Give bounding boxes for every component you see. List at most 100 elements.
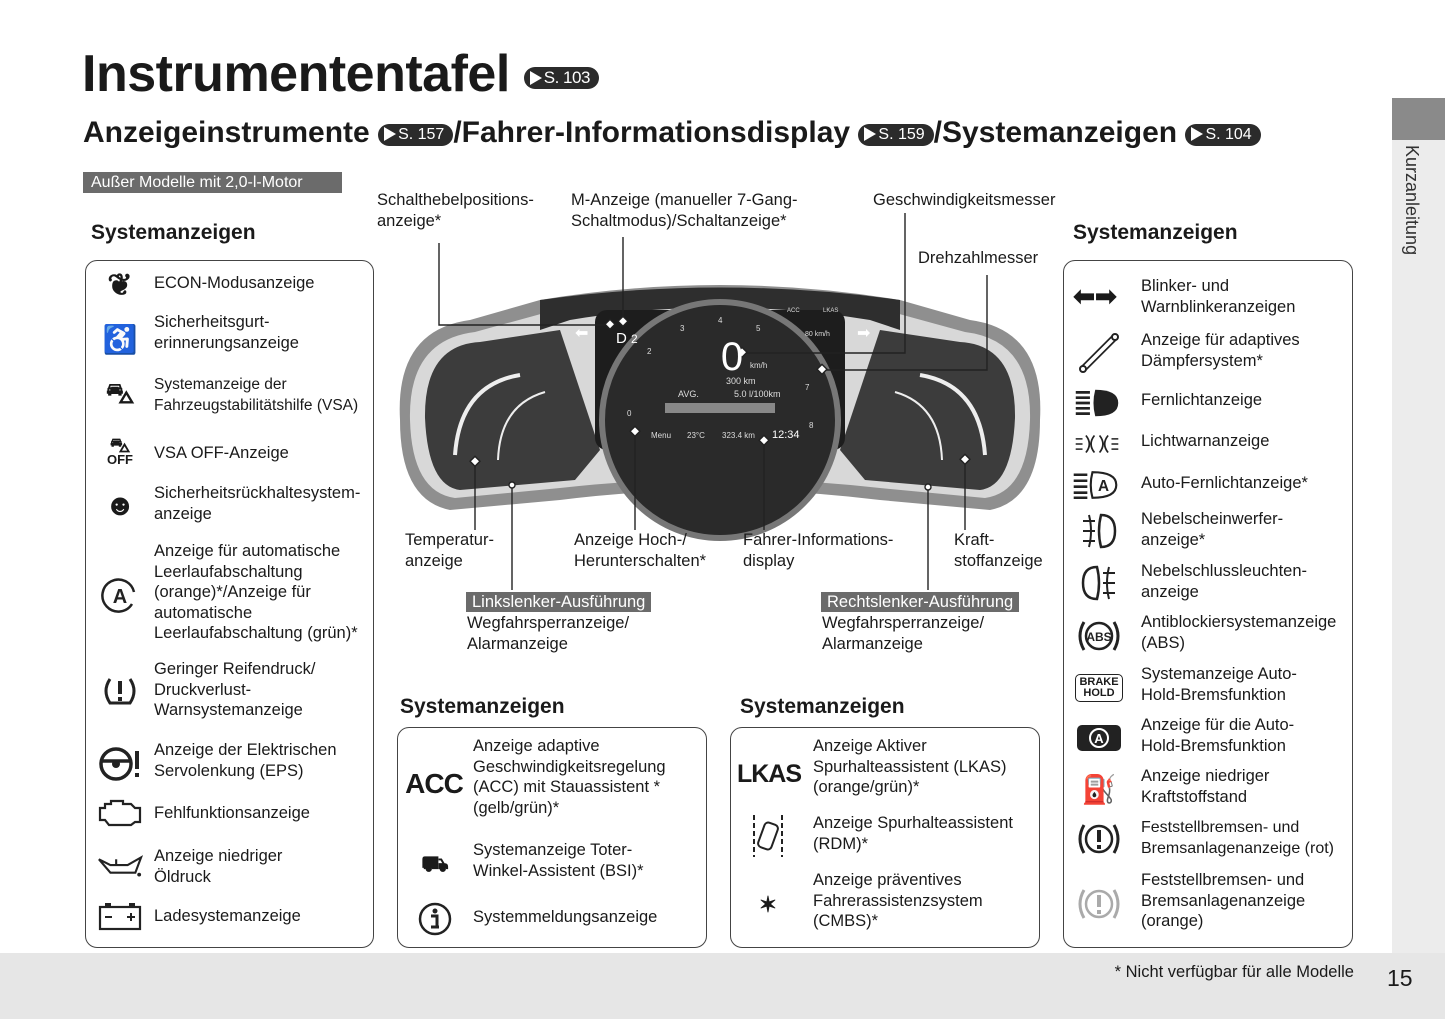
page-number: 15	[1387, 965, 1413, 991]
acc-display-icon: ACC	[787, 308, 800, 314]
svg-text:A: A	[1098, 478, 1109, 495]
list-item: Antiblockiersystemanzeige (ABS)	[1141, 613, 1337, 652]
rear-fog-icon	[1076, 563, 1122, 603]
cluster-housing	[399, 285, 1041, 541]
vsa-off-icon-text: OFF	[107, 452, 133, 467]
page-ref-link[interactable]: S. 104	[1185, 124, 1261, 146]
bsi-icon: ⛟	[421, 850, 449, 876]
list-item: Anzeige für die Auto- Hold-Bremsfunktion	[1141, 716, 1295, 755]
econ-icon: ❦	[107, 268, 133, 302]
page-title-text: Instrumententafel	[82, 45, 510, 103]
auto-idle-stop-icon: A	[97, 576, 143, 616]
outside-temp: 23°C	[687, 431, 705, 440]
driver-info-display-label: Fahrer-Informations- display	[743, 531, 894, 570]
abs-icon-text: ABS	[1086, 630, 1111, 644]
acc-icon: ACC	[405, 768, 464, 799]
set-speed: 80 km/h	[805, 331, 830, 338]
lkas-display-icon: LKAS	[823, 308, 838, 314]
tire-pressure-icon	[97, 671, 143, 711]
car-skid-glyph: ⛍	[109, 435, 131, 457]
list-item: Feststellbremsen- und Bremsanlagenanzeig…	[1141, 819, 1334, 857]
list-item: Systemmeldungsanzeige	[473, 908, 658, 926]
list-item: Anzeige der Elektrischen Servolenkung (E…	[154, 741, 337, 780]
arrow-right-icon	[529, 71, 542, 85]
chapter-tab[interactable]	[1392, 98, 1445, 140]
brake-orange-icon	[1076, 884, 1122, 924]
subtitle-part: Anzeigeinstrumente	[83, 116, 379, 149]
list-item: Anzeige Aktiver Spurhalteassistent (LKAS…	[813, 737, 1007, 797]
rhd-immobilizer-label: Wegfahrsperranzeige/ Alarmanzeige	[822, 614, 985, 653]
cluster-display: 0 km/h 300 km AVG. 5.0 l/100km D 2 Menu …	[575, 308, 870, 441]
right-indicator-panel: ⬅➡ Blinker- und Warnblinkeranzeigen Anze…	[1063, 260, 1353, 948]
list-item: Auto-Fernlichtanzeige*	[1141, 474, 1308, 492]
subtitle: Anzeigeinstrumente S. 157/Fahrer-Informa…	[83, 116, 1261, 150]
right-panel-heading: Systemanzeigen	[1073, 221, 1238, 244]
rpm-tick: 3	[680, 324, 685, 333]
m-mode-label: M-Anzeige (manueller 7-Gang- Schaltmodus…	[571, 191, 798, 230]
tachometer-label: Drehzahlmesser	[918, 249, 1039, 267]
temperature-gauge-label: Temperatur- anzeige	[405, 531, 494, 570]
subtitle-part: /Fahrer-Informationsdisplay	[453, 116, 859, 149]
page-ref-link[interactable]: S. 159	[858, 124, 934, 146]
list-item: Anzeige adaptive Geschwindigkeitsregelun…	[473, 737, 666, 817]
eps-icon	[97, 744, 143, 784]
list-item: Fernlichtanzeige	[1141, 391, 1263, 409]
damper-icon	[1076, 333, 1122, 373]
page-ref-link[interactable]: S. 157	[378, 124, 454, 146]
chapter-strip	[1392, 140, 1445, 953]
arrow-right-icon	[864, 127, 877, 141]
fuel-bar	[665, 403, 775, 413]
rpm-tick: 5	[756, 324, 761, 333]
rpm-tick: 8	[809, 421, 814, 430]
list-item: Sicherheitsrückhaltesystem- anzeige	[154, 484, 361, 523]
right-turn-arrow-icon: ➡	[857, 325, 870, 342]
list-item: ECON-Modusanzeige	[154, 274, 315, 292]
list-item: Systemanzeige Auto- Hold-Bremsfunktion	[1141, 665, 1297, 704]
seatbelt-icon: ♿	[102, 323, 138, 355]
rpm-tick: 7	[805, 383, 810, 392]
page-ref-text: S. 103	[543, 68, 591, 87]
svg-text:A: A	[113, 586, 127, 608]
lkas-icon: LKAS	[736, 759, 802, 788]
rpm-tick: 4	[718, 316, 723, 325]
clock: 12:34	[772, 429, 800, 441]
vsa-off-icon: ⛍OFF	[97, 433, 143, 473]
high-beam-icon	[1074, 383, 1120, 423]
list-item: Ladesystemanzeige	[154, 907, 301, 925]
brake-hold-icon: BRAKE HOLD	[1075, 668, 1123, 708]
range-readout: 300 km	[726, 376, 756, 386]
arrow-right-icon	[1191, 127, 1204, 141]
rdm-icon	[745, 815, 791, 857]
svg-text:A: A	[1094, 731, 1104, 746]
arrow-right-icon	[384, 127, 397, 141]
subtitle-part: /Systemanzeigen	[933, 116, 1186, 149]
page-ref-link[interactable]: S. 103	[523, 67, 599, 89]
list-item: Anzeige Spurhalteassistent (RDM)*	[813, 814, 1013, 853]
speed-readout: 0	[721, 335, 743, 379]
turn-signal-icon: ⬅➡	[1073, 280, 1117, 311]
list-item: Nebelschlussleuchten- anzeige	[1141, 562, 1308, 601]
oil-icon	[97, 846, 143, 886]
brake-red-icon	[1076, 819, 1122, 859]
battery-icon	[97, 897, 143, 937]
left-panel-heading: Systemanzeigen	[91, 221, 256, 244]
avg-readout: 5.0 l/100km	[734, 389, 781, 399]
left-indicator-panel: ❦ ECON-Modusanzeige ♿ Sicherheitsgurt- e…	[85, 260, 374, 948]
page-ref-text: S. 104	[1205, 126, 1252, 143]
rpm-tick: 0	[627, 409, 632, 418]
menu-label: Menu	[651, 431, 671, 440]
fuel-icon: ⛽	[1081, 773, 1117, 805]
odometer: 323.4 km	[722, 431, 755, 440]
lhd-immobilizer-label: Wegfahrsperranzeige/ Alarmanzeige	[467, 614, 630, 653]
leader-markers	[469, 315, 971, 491]
list-item: Anzeige für automatische Leerlaufabschal…	[154, 542, 358, 643]
lights-on-icon	[1074, 424, 1120, 464]
speed-unit: km/h	[750, 361, 767, 370]
list-item: Systemanzeige der Fahrzeugstabilitätshil…	[154, 376, 359, 414]
list-item: Anzeige niedriger Öldruck	[154, 847, 283, 886]
chapter-tab-label: Kurzanleitung	[1402, 145, 1422, 256]
list-item: Anzeige niedriger Kraftstoffstand	[1141, 767, 1270, 806]
speedometer-label: Geschwindigkeitsmesser	[873, 191, 1056, 209]
auto-high-beam-icon: A	[1072, 465, 1118, 505]
